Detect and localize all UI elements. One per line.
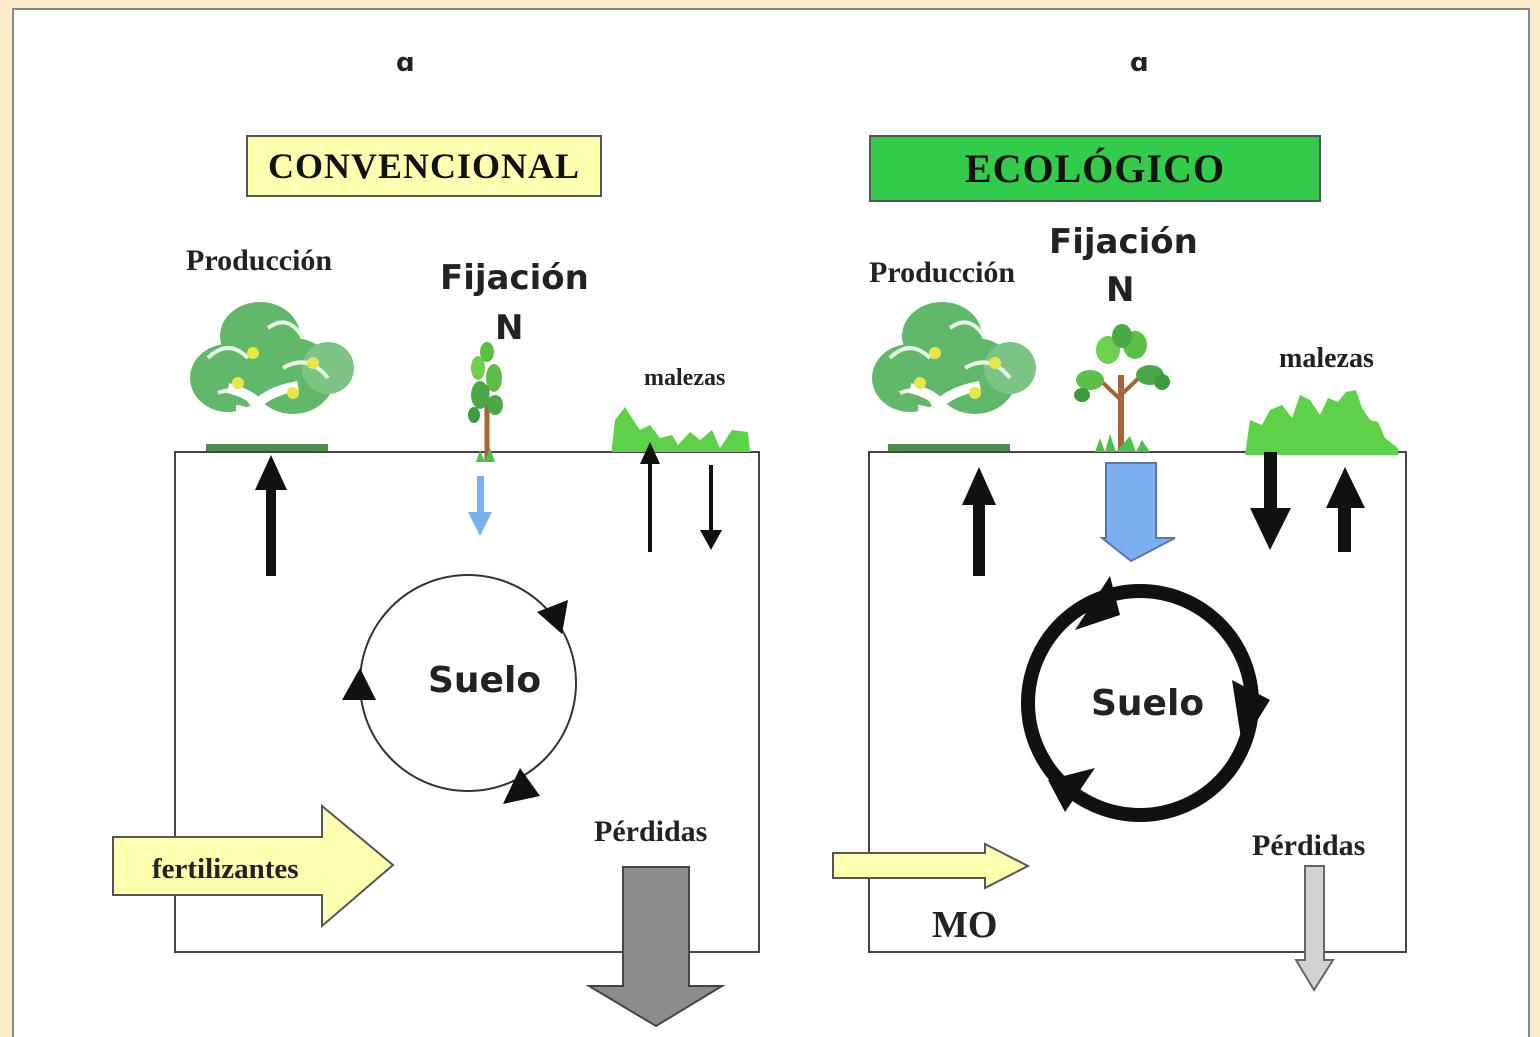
conventional-weeds-down-arrow bbox=[700, 465, 722, 550]
conventional-losses-arrow bbox=[585, 866, 726, 1028]
conventional-fertilizer-arrow bbox=[112, 803, 395, 929]
conventional-production-tree-icon bbox=[190, 302, 354, 451]
conventional-weeds-up-arrow bbox=[640, 442, 660, 552]
ecological-weeds-label: malezas bbox=[1279, 343, 1374, 374]
ecological-mo-label: MO bbox=[932, 904, 998, 946]
conventional-soil-box bbox=[174, 451, 760, 953]
top-mark-right: ɑ bbox=[1130, 48, 1149, 78]
conventional-nitrogen-label: N bbox=[495, 308, 524, 348]
conventional-legume-seedling-icon bbox=[468, 342, 503, 462]
ecological-soil-cycle bbox=[1021, 576, 1270, 822]
conventional-fixation-label: Fijación bbox=[440, 258, 589, 298]
ecological-nitrogen-label: N bbox=[1106, 270, 1135, 310]
conventional-title: CONVENCIONAL bbox=[246, 135, 602, 197]
conventional-fixation-down-arrow bbox=[468, 476, 492, 536]
conventional-soil-cycle bbox=[342, 574, 577, 804]
ecological-weeds-down-arrow bbox=[1250, 452, 1291, 550]
ecological-losses-arrow bbox=[1294, 865, 1335, 992]
ecological-losses-label: Pérdidas bbox=[1252, 829, 1366, 862]
top-mark-left: ɑ bbox=[396, 48, 415, 78]
ecological-title: ECOLÓGICO bbox=[869, 135, 1321, 202]
conventional-losses-label: Pérdidas bbox=[594, 815, 708, 848]
ecological-legume-tree-icon bbox=[1074, 324, 1170, 452]
ecological-weeds-up-arrow bbox=[1326, 467, 1365, 552]
ecological-production-label: Producción bbox=[869, 256, 1016, 289]
conventional-fertilizers-label: fertilizantes bbox=[152, 853, 299, 885]
ecological-fixation-down-arrow bbox=[1099, 462, 1176, 563]
conventional-soil-label: Suelo bbox=[428, 660, 542, 701]
ecological-production-tree-icon bbox=[872, 302, 1036, 451]
ecological-weeds-icon bbox=[1245, 390, 1398, 455]
conventional-production-up-arrow bbox=[255, 455, 287, 576]
ecological-soil-label: Suelo bbox=[1091, 683, 1205, 724]
ecological-production-up-arrow bbox=[962, 467, 996, 576]
ecological-fixation-label: Fijación bbox=[1049, 222, 1198, 262]
conventional-weeds-label: malezas bbox=[644, 365, 726, 391]
ecological-mo-arrow bbox=[832, 842, 1031, 890]
conventional-weeds-icon bbox=[612, 407, 750, 452]
conventional-production-label: Producción bbox=[186, 244, 333, 277]
